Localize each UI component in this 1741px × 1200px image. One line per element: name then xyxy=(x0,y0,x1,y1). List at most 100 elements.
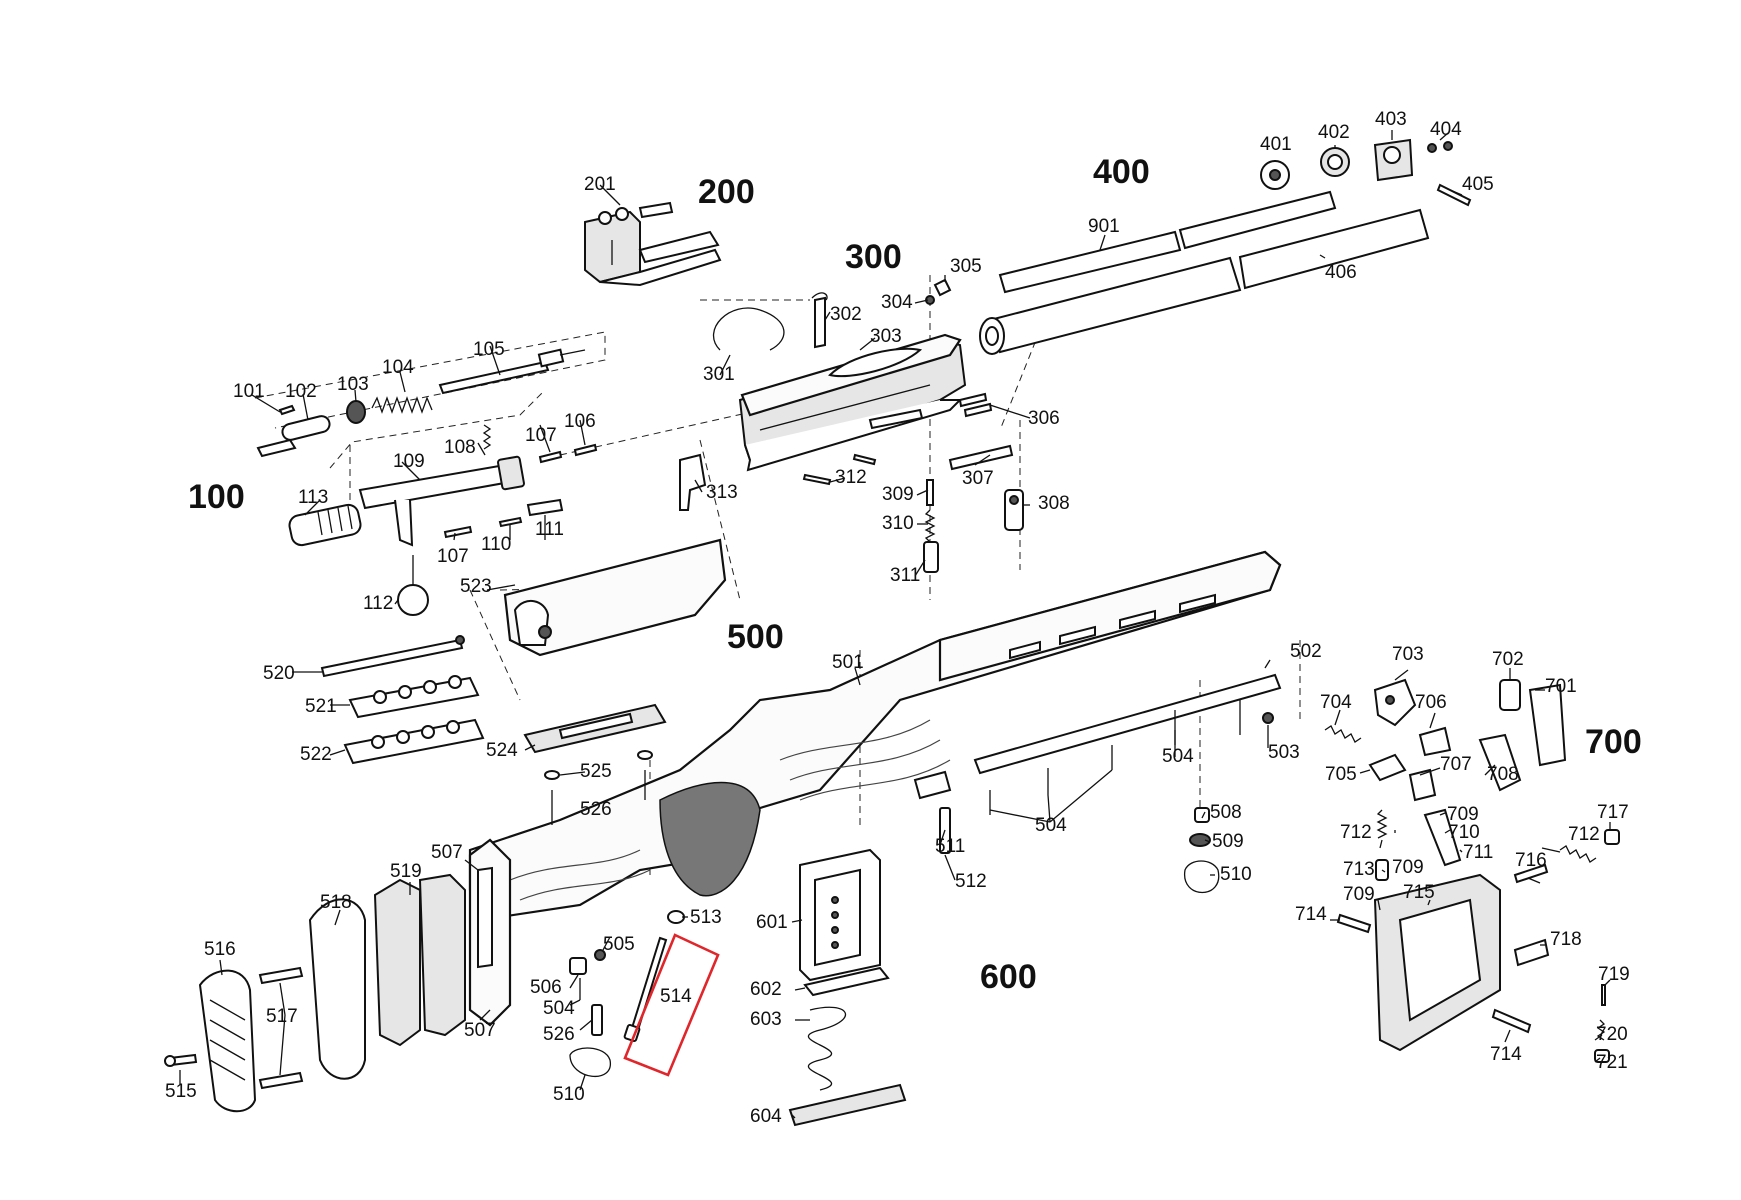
part-label-709c: 709 xyxy=(1343,884,1375,905)
receiver-300 xyxy=(679,278,1024,573)
part-label-719: 719 xyxy=(1598,964,1630,985)
part-label-305: 305 xyxy=(950,256,982,277)
part-number-labels: 101 102 103 104 105 106 107 108 109 107 … xyxy=(165,109,1630,1127)
part-label-716: 716 xyxy=(1515,850,1547,871)
highlight-box-514 xyxy=(623,933,720,1077)
leader-lines xyxy=(179,130,1611,1119)
part-label-526b: 526 xyxy=(543,1024,575,1045)
part-label-703: 703 xyxy=(1392,644,1424,665)
part-label-103: 103 xyxy=(337,374,369,395)
part-label-313: 313 xyxy=(706,482,738,503)
part-label-101: 101 xyxy=(233,381,265,402)
part-label-510b: 510 xyxy=(553,1084,585,1105)
stock-500 xyxy=(164,538,1282,1113)
group-label-300: 300 xyxy=(845,238,902,276)
part-label-507b: 507 xyxy=(464,1020,496,1041)
part-label-512: 512 xyxy=(955,871,987,892)
group-label-400: 400 xyxy=(1093,153,1150,191)
part-label-715: 715 xyxy=(1403,882,1435,903)
part-label-311: 311 xyxy=(890,565,920,586)
part-label-308: 308 xyxy=(1038,493,1070,514)
part-label-525: 525 xyxy=(580,761,612,782)
part-label-526a: 526 xyxy=(580,799,612,820)
part-label-107a: 107 xyxy=(525,425,557,446)
part-label-404: 404 xyxy=(1430,119,1462,140)
part-label-501: 501 xyxy=(832,652,864,673)
part-label-709a: 709 xyxy=(1447,804,1479,825)
part-label-307: 307 xyxy=(962,468,994,489)
part-label-603: 603 xyxy=(750,1009,782,1030)
part-label-106: 106 xyxy=(564,411,596,432)
part-label-513: 513 xyxy=(690,907,722,928)
trigger-group-700 xyxy=(1324,678,1620,1063)
part-label-201: 201 xyxy=(584,174,616,195)
part-label-104: 104 xyxy=(382,357,414,378)
part-label-303: 303 xyxy=(870,326,902,347)
part-label-405: 405 xyxy=(1462,174,1494,195)
part-label-601: 601 xyxy=(756,912,788,933)
part-label-711: 711 xyxy=(1463,842,1493,863)
part-label-602: 602 xyxy=(750,979,782,1000)
part-label-714a: 714 xyxy=(1295,904,1327,925)
part-label-109: 109 xyxy=(393,451,425,472)
part-label-710: 710 xyxy=(1448,822,1480,843)
group-label-700: 700 xyxy=(1585,723,1642,761)
group-numbers: 100 200 300 400 500 600 700 xyxy=(188,153,1642,996)
part-label-706: 706 xyxy=(1415,692,1447,713)
part-label-401: 401 xyxy=(1260,134,1292,155)
group-label-500: 500 xyxy=(727,618,784,656)
part-label-517: 517 xyxy=(266,1006,298,1027)
part-label-403: 403 xyxy=(1375,109,1407,130)
part-label-709b: 709 xyxy=(1392,857,1424,878)
part-label-714b: 714 xyxy=(1490,1044,1522,1065)
part-label-515: 515 xyxy=(165,1081,197,1102)
part-label-302: 302 xyxy=(830,304,862,325)
part-label-507a: 507 xyxy=(431,842,463,863)
bolt-assembly-100 xyxy=(256,348,598,616)
group-label-200: 200 xyxy=(698,173,755,211)
part-label-712a: 712 xyxy=(1340,822,1372,843)
magazine-600 xyxy=(788,848,907,1127)
part-label-108: 108 xyxy=(444,437,476,458)
part-label-502: 502 xyxy=(1290,641,1322,662)
part-label-406: 406 xyxy=(1325,262,1357,283)
part-label-519: 519 xyxy=(390,861,422,882)
part-label-112: 112 xyxy=(363,593,393,614)
group-label-100: 100 xyxy=(188,478,245,516)
rear-sight-200 xyxy=(584,201,722,287)
part-label-402: 402 xyxy=(1318,122,1350,143)
part-label-705: 705 xyxy=(1325,764,1357,785)
part-label-901: 901 xyxy=(1088,216,1120,237)
part-label-309: 309 xyxy=(882,484,914,505)
part-label-721: 721 xyxy=(1596,1052,1628,1073)
part-label-508: 508 xyxy=(1210,802,1242,823)
part-label-718: 718 xyxy=(1550,929,1582,950)
part-label-110: 110 xyxy=(481,534,511,555)
part-label-708: 708 xyxy=(1487,764,1519,785)
part-label-504c: 504 xyxy=(543,998,575,1019)
part-label-505: 505 xyxy=(603,934,635,955)
part-label-504b: 504 xyxy=(1035,815,1067,836)
part-label-113: 113 xyxy=(298,487,328,508)
part-label-310: 310 xyxy=(882,513,914,534)
part-label-522: 522 xyxy=(300,744,332,765)
part-label-105: 105 xyxy=(473,339,505,360)
part-label-102: 102 xyxy=(285,381,317,402)
part-label-304: 304 xyxy=(881,292,913,313)
group-label-600: 600 xyxy=(980,958,1037,996)
part-label-702: 702 xyxy=(1492,649,1524,670)
part-label-518: 518 xyxy=(320,892,352,913)
part-label-506: 506 xyxy=(530,977,562,998)
part-label-503: 503 xyxy=(1268,742,1300,763)
part-label-523: 523 xyxy=(460,576,492,597)
part-label-504a: 504 xyxy=(1162,746,1194,767)
part-label-713: 713 xyxy=(1343,859,1375,880)
part-label-107b: 107 xyxy=(437,546,469,567)
part-label-520: 520 xyxy=(263,663,295,684)
part-label-301: 301 xyxy=(703,364,735,385)
part-label-720: 720 xyxy=(1596,1024,1628,1045)
part-label-524: 524 xyxy=(486,740,518,761)
part-label-111: 111 xyxy=(535,519,564,540)
part-label-604: 604 xyxy=(750,1106,782,1127)
